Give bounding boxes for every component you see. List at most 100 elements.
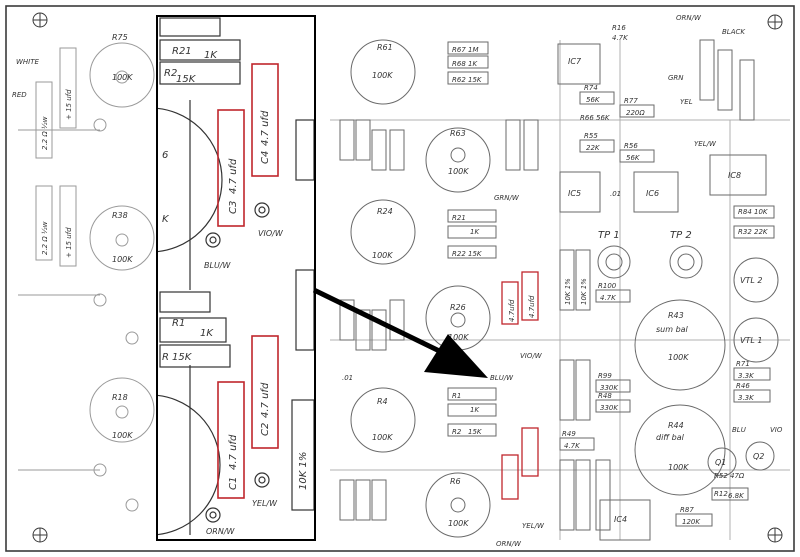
pot-ref: R4: [377, 397, 388, 406]
small-part-label: 4.7ufd: [528, 295, 536, 318]
zoom-capacitor-ref: C3: [228, 201, 239, 214]
resistor-value: 4.7K: [600, 294, 617, 302]
pot-value: 100K: [372, 71, 393, 80]
resistor-value: 15K: [468, 250, 483, 258]
resistor-ref: R55: [584, 132, 598, 140]
resistor-ref: R22: [452, 250, 466, 258]
ic-chip: [633, 171, 679, 213]
small-part-label: 10K 1%: [564, 278, 572, 305]
resistor-value: 56K: [586, 96, 601, 104]
pot-icon: [350, 199, 416, 265]
trim-pot-icon: [634, 299, 726, 391]
pot-value: 100K: [448, 167, 469, 176]
resistor-body: [159, 291, 211, 313]
trim-pot-ref: R44: [668, 421, 684, 430]
small-part-label: 10K 1%: [580, 278, 588, 305]
main-board-pots: [339, 39, 779, 541]
capacitor-highlight: [217, 109, 245, 227]
resistor-ref: R46: [736, 382, 750, 390]
wire-label-grn: GRN: [668, 74, 684, 82]
test-point-icon: [669, 245, 703, 279]
pot-shaft-icon: [115, 70, 129, 84]
transistor-label: Q2: [753, 452, 764, 461]
resistor-ref: R66: [580, 114, 594, 122]
zoom-arrow: [312, 287, 488, 378]
trim-pot-value: 100K: [668, 353, 689, 362]
resistor-value: 15K: [468, 428, 483, 436]
zoom-resistor-ref: R: [162, 352, 169, 363]
pot-shaft-icon: [115, 233, 129, 247]
terminal-icon: [254, 472, 270, 488]
left-strip-text: WHITE RED R75 100K R38 100K R18 100K 2.2…: [12, 33, 133, 440]
zoom-resistor-ref: R1: [172, 318, 185, 329]
resistor-ref: R68: [452, 60, 466, 68]
resistor-value: 47Ω: [730, 472, 745, 480]
vtl-icon: [733, 257, 779, 303]
resistor-label: 2.2 Ω ½w: [41, 116, 49, 150]
pot-icon: [89, 205, 155, 271]
resistor-value: 1K: [468, 60, 478, 68]
trim-pot-note: sum bal: [656, 325, 689, 334]
resistor-ref: R74: [584, 84, 598, 92]
pot-icon: [425, 472, 491, 538]
test-point-label: TP 1: [598, 230, 620, 241]
pot-ref: R18: [112, 393, 128, 402]
pot-shaft-icon: [450, 312, 466, 328]
pot-shaft-icon: [450, 147, 466, 163]
resistor-value: 22K: [754, 228, 769, 236]
pot-shaft-icon: [115, 405, 129, 419]
capacitor-highlight: [521, 271, 539, 321]
arrow-head-icon: [424, 334, 488, 378]
resistor-ref: R21: [452, 214, 466, 222]
resistor-value: 330K: [600, 384, 619, 392]
trim-pot-value: 100K: [668, 463, 689, 472]
pot-ref: R63: [450, 129, 466, 138]
resistor-value: 1K: [470, 406, 480, 414]
resistor-ref: R49: [562, 430, 576, 438]
zoom-capacitor-value: 4.7 ufd: [260, 110, 271, 146]
capacitor-highlight: [501, 281, 519, 325]
pot-ref: R6: [450, 477, 461, 486]
resistor-ref: R16: [612, 24, 626, 32]
resistor-value: 15K: [468, 76, 483, 84]
resistor-value: 56K: [596, 114, 611, 122]
main-board-text: R61 100K R63 100K R24 100K R26 100K R4 1…: [342, 14, 783, 548]
pot-icon: [89, 42, 155, 108]
zoom-resistor-value: 1K: [204, 50, 218, 61]
resistor-value: 120K: [682, 518, 701, 526]
resistor-ref: R12: [714, 490, 728, 498]
wire-label-yel-w: YEL/W: [522, 522, 545, 530]
small-part-label: 4.7ufd: [508, 299, 516, 322]
resistor-value: 6.8K: [728, 492, 745, 500]
pot-ref: R24: [377, 207, 393, 216]
resistor-value: 4.7K: [564, 442, 581, 450]
zoom-pot-value: K: [162, 214, 170, 225]
resistor-ref: R100: [598, 282, 617, 290]
capacitor-label: + 15 ufd: [65, 89, 73, 120]
zoom-capacitor-value: 4.7 ufd: [260, 382, 271, 418]
pot-icon: [89, 377, 155, 443]
wire-label-yel: YEL: [680, 98, 693, 106]
vtl-label: VTL 2: [740, 276, 762, 285]
resistor-value: 1K: [470, 228, 480, 236]
wire-label-blu: BLU: [732, 426, 746, 434]
ic-chip: [557, 43, 601, 85]
resistor-value: 3.3K: [738, 372, 755, 380]
resistor-value: 10K: [754, 208, 769, 216]
pot-value: 100K: [448, 519, 469, 528]
main-board-highlighted-caps: [501, 271, 539, 500]
wire-label-vio-w: VIO/W: [520, 352, 543, 360]
resistor-ref: R52: [714, 472, 728, 480]
pot-ref: R75: [112, 33, 128, 42]
zoom-resistor-ref: R2: [164, 68, 177, 79]
pot-value: 100K: [112, 73, 133, 82]
pot-value: 100K: [372, 433, 393, 442]
capacitor-highlight: [521, 427, 539, 477]
resistor-ref: R62: [452, 76, 466, 84]
trim-pot-ref: R43: [668, 311, 684, 320]
small-part-label: .01: [610, 190, 621, 198]
resistor-body: [159, 344, 231, 368]
pot-icon: [158, 107, 223, 253]
wire-label-red: RED: [12, 91, 27, 99]
